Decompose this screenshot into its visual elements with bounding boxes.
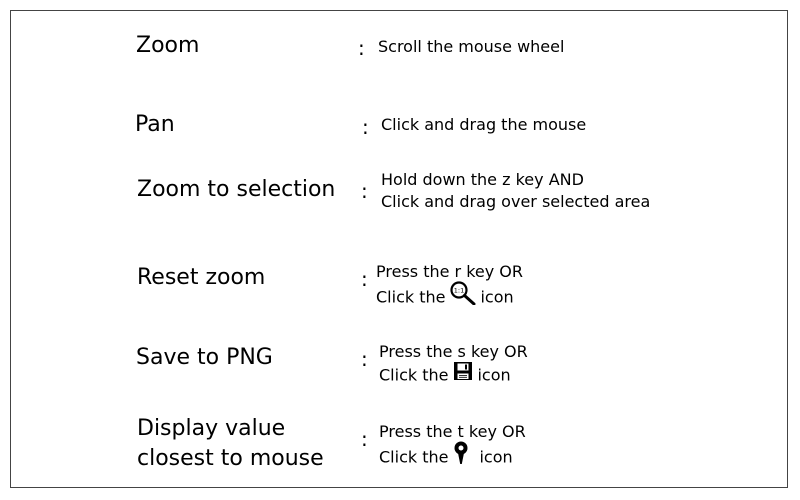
help-desc-reset-zoom-before-icon: Click the <box>376 287 446 307</box>
help-desc-reset-zoom: Press the r key OR Click the 1:1 icon <box>376 261 524 307</box>
help-desc-zoom-to-selection: Hold down the z key AND Click and drag o… <box>381 169 650 213</box>
help-desc-save-to-png-line1: Press the s key OR <box>379 342 528 361</box>
help-colon-zoom-to-selection: : <box>361 179 368 203</box>
help-desc-save-to-png-line2: Click the icon <box>379 361 528 387</box>
help-label-display-value-line1: Display value <box>137 416 286 441</box>
reset-zoom-magnifier-icon: 1:1 <box>450 281 476 311</box>
map-pin-icon <box>453 441 469 471</box>
floppy-disk-save-icon <box>453 361 473 387</box>
svg-text:1:1: 1:1 <box>454 287 464 295</box>
help-colon-reset-zoom: : <box>361 267 368 291</box>
help-desc-reset-zoom-line2: Click the 1:1 icon <box>376 281 523 307</box>
help-desc-save-to-png-before-icon: Click the <box>379 365 449 385</box>
help-label-zoom-to-selection: Zoom to selection <box>137 177 336 202</box>
help-label-save-to-png: Save to PNG <box>136 345 273 370</box>
help-colon-save-to-png: : <box>361 347 368 371</box>
help-label-display-value-line2: closest to mouse <box>137 446 324 471</box>
help-colon-zoom: : <box>358 36 365 60</box>
help-desc-display-value-after-icon: icon <box>479 447 513 467</box>
help-desc-display-value: Press the t key OR Click the icon <box>379 421 526 467</box>
help-desc-save-to-png-after-icon: icon <box>477 365 511 385</box>
help-label-zoom: Zoom <box>136 33 200 58</box>
help-desc-reset-zoom-line1: Press the r key OR <box>376 262 524 281</box>
help-desc-zoom-line1: Scroll the mouse wheel <box>378 37 565 56</box>
help-desc-pan-line1: Click and drag the mouse <box>381 115 587 134</box>
help-label-reset-zoom: Reset zoom <box>137 265 266 290</box>
help-desc-display-value-line2: Click the icon <box>379 441 526 467</box>
help-colon-pan: : <box>362 115 369 139</box>
help-colon-display-value: : <box>361 427 368 451</box>
help-desc-reset-zoom-after-icon: icon <box>480 287 514 307</box>
help-desc-zoom-to-selection-line1: Hold down the z key AND <box>381 170 584 189</box>
help-desc-display-value-before-icon: Click the <box>379 447 449 467</box>
help-desc-zoom-to-selection-line2: Click and drag over selected area <box>381 192 651 211</box>
help-label-display-value: Display value closest to mouse <box>137 414 324 474</box>
help-panel <box>10 10 788 488</box>
help-desc-zoom: Scroll the mouse wheel <box>378 36 564 58</box>
help-label-pan: Pan <box>135 112 175 137</box>
help-desc-pan: Click and drag the mouse <box>381 114 586 136</box>
help-desc-display-value-line1: Press the t key OR <box>379 422 526 441</box>
help-desc-save-to-png: Press the s key OR Click the icon <box>379 341 528 385</box>
